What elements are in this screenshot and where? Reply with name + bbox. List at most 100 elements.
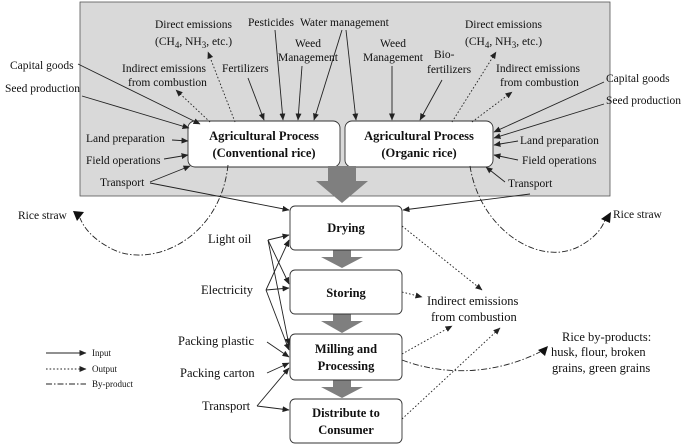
distribute-box <box>289 398 403 444</box>
right-field-operations-label: Field operations <box>522 155 597 167</box>
arrow-electricity-drying <box>265 239 290 291</box>
flow-arrow-4 <box>321 380 363 398</box>
legend-input-label: Input <box>92 348 111 358</box>
electricity-label: Electricity <box>201 283 254 297</box>
packing-plastic-label: Packing plastic <box>178 334 254 348</box>
arrow-conv-direct-emissions <box>207 51 236 123</box>
arrow-left-field-operations <box>163 153 189 160</box>
emission-from-milling <box>401 325 453 355</box>
byproduct-rice-straw-left-curve <box>79 164 229 256</box>
left-land-preparation-label: Land preparation <box>86 133 165 145</box>
org-indirect-emissions-label: Indirect emissions <box>496 63 581 75</box>
distribute-label-line1: Distribute to <box>312 406 380 420</box>
light-oil-label: Light oil <box>208 232 252 246</box>
rice-straw-right-arrowhead <box>601 212 611 223</box>
arrow-left-capital-goods <box>77 63 201 125</box>
packing-carton-label: Packing carton <box>180 366 255 380</box>
legend-output-label: Output <box>92 364 118 374</box>
arrow-packing-plastic <box>266 341 290 358</box>
distribute-label-line2: Consumer <box>318 423 374 437</box>
emission-from-drying <box>401 225 483 291</box>
org-weed-management-label-2: Management <box>363 52 424 64</box>
rice-byproducts-label: Rice by-products: <box>562 330 651 344</box>
right-capital-goods-label: Capital goods <box>606 73 670 85</box>
arrow-transport-distribute <box>256 405 290 413</box>
emission-from-distribute <box>401 327 501 420</box>
conv-fertilizers-label: Fertilizers <box>222 63 269 75</box>
flow-arrow-3 <box>321 314 363 333</box>
org-weed-management-label: Weed <box>380 38 406 50</box>
arrow-light-oil-milling <box>267 239 291 346</box>
arrow-conv-weed-management <box>295 65 303 121</box>
conv-weed-management-label-2: Management <box>278 52 339 64</box>
conv-weed-management-label: Weed <box>295 38 321 50</box>
arrow-electricity-milling <box>265 289 290 351</box>
right-transport-label: Transport <box>508 178 553 190</box>
org-indirect-emissions-label-2: from combustion <box>500 77 579 89</box>
conv-indirect-emissions-label: Indirect emissions <box>122 63 207 75</box>
conv-direct-emissions-formula: (CH4, NH3, etc.) <box>155 36 232 50</box>
left-seed-production-label: Seed production <box>5 83 80 95</box>
arrow-left-transport-drying <box>149 182 290 212</box>
rice-straw-right-label: Rice straw <box>613 209 663 221</box>
conv-direct-emissions-label: Direct emissions <box>155 19 232 31</box>
byproduct-rice-straw-right-curve <box>469 165 606 253</box>
arrow-right-seed-production <box>493 103 605 139</box>
organic-process-title: Agricultural Process <box>364 129 474 143</box>
emission-from-storing <box>401 291 423 299</box>
milling-label-line2: Processing <box>318 359 375 373</box>
arrow-water-to-conv <box>313 29 343 121</box>
arrow-light-oil-drying <box>267 233 290 241</box>
org-direct-emissions-label: Direct emissions <box>465 19 542 31</box>
arrow-right-transport-org <box>485 166 506 183</box>
rice-byproducts-label-3: grains, green grains <box>552 361 650 375</box>
conv-pesticides-label: Pesticides <box>248 17 295 29</box>
biofertilizers-label: Bio- <box>434 49 455 61</box>
arrow-right-transport-drying <box>402 193 531 213</box>
arrow-packing-carton <box>266 362 290 374</box>
arrow-right-capital-goods <box>493 81 605 133</box>
post-indirect-emissions-label: Indirect emissions <box>427 294 518 308</box>
rice-byproducts-arrowhead <box>538 346 548 356</box>
biofertilizers-label-2: fertilizers <box>427 64 472 76</box>
arrow-conv-indirect-emissions <box>175 89 211 123</box>
org-direct-emissions-formula: (CH4, NH3, etc.) <box>465 36 542 50</box>
flow-arrow-2 <box>321 250 363 268</box>
drying-label: Drying <box>327 221 365 235</box>
arrow-right-land-preparation <box>493 140 519 147</box>
byproduct-milling-curve <box>401 351 541 372</box>
arrow-conv-fertilizers <box>247 77 265 121</box>
right-seed-production-label: Seed production <box>606 95 681 107</box>
conventional-process-box <box>187 120 341 168</box>
arrow-transport-milling <box>256 367 290 407</box>
left-capital-goods-label: Capital goods <box>10 60 74 72</box>
arrow-org-biofertilizers <box>419 79 443 121</box>
transport-post-label: Transport <box>202 399 251 413</box>
arrow-org-direct-emissions <box>451 51 497 123</box>
arrow-org-indirect-emissions <box>471 91 513 123</box>
arrow-left-land-preparation <box>171 137 189 144</box>
conventional-process-title: Agricultural Process <box>209 129 319 143</box>
post-indirect-emissions-label-2: from combustion <box>431 310 518 324</box>
conv-indirect-emissions-label-2: from combustion <box>128 77 207 89</box>
storing-label: Storing <box>326 286 366 300</box>
right-land-preparation-label: Land preparation <box>520 135 599 147</box>
conventional-process-subtitle: (Conventional rice) <box>212 146 315 160</box>
milling-box <box>289 333 403 381</box>
left-field-operations-label: Field operations <box>86 155 161 167</box>
organic-process-box <box>344 120 494 168</box>
arrow-left-transport-conv <box>149 165 191 183</box>
flow-arrow-1 <box>316 166 368 203</box>
agricultural-stage-panel <box>79 1 611 197</box>
rice-straw-left-label: Rice straw <box>18 210 68 222</box>
arrow-electricity-storing <box>265 285 290 292</box>
rice-straw-left-arrowhead <box>73 211 84 221</box>
arrow-conv-pesticides <box>274 29 286 121</box>
arrow-left-seed-production <box>81 95 190 130</box>
organic-process-subtitle: (Organic rice) <box>381 146 456 160</box>
milling-label-line1: Milling and <box>315 342 377 356</box>
water-management-label: Water management <box>300 17 390 29</box>
drying-box <box>289 205 403 251</box>
